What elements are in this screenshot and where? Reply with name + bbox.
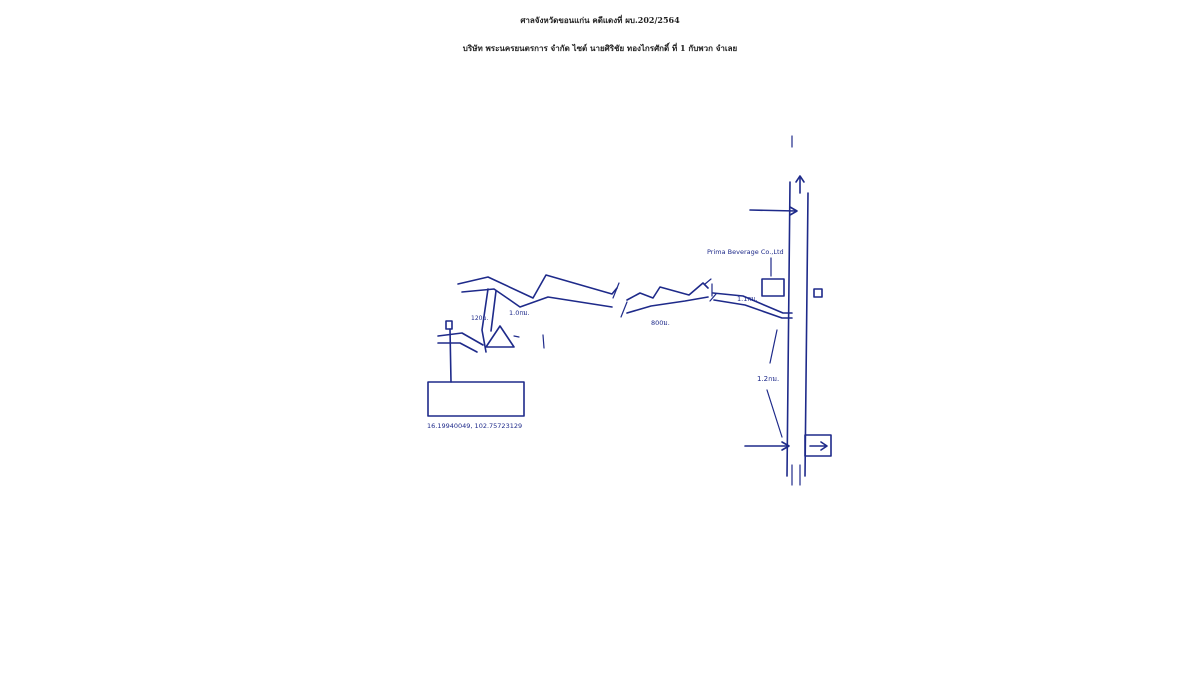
- company-building: [761, 278, 785, 297]
- document-title: ศาลจังหวัดขอนแก่น คดีแดงที่ ผบ.202/2564: [520, 15, 680, 25]
- distance-label-1-0km: 1.0กม.: [509, 309, 530, 317]
- side-road-upper-edge: [457, 274, 793, 314]
- factory-arrow-icon: [744, 441, 790, 451]
- right-sign-box: [813, 288, 823, 298]
- document-subtitle: บริษัท พระนครยนตรการ จำกัด ไซต์ นายศิริช…: [462, 43, 738, 53]
- left-branch-road-a: [481, 288, 489, 353]
- triangle-leader: [513, 335, 520, 338]
- factory-box-arrow: [809, 441, 828, 451]
- dist-arrow-up: [769, 329, 778, 364]
- distance-label-800m: 800ม.: [651, 319, 670, 327]
- left-stub-road-top: [437, 332, 484, 346]
- north-arrow-icon: [795, 175, 805, 194]
- coordinates-label: 16.19940049, 102.75723129: [427, 422, 522, 430]
- box-leader-line: [449, 328, 452, 383]
- triangle-leader-down: [542, 334, 545, 349]
- location-box: [427, 381, 525, 417]
- distance-label-120m: 120ม.: [471, 315, 488, 322]
- left-marker: [445, 320, 453, 330]
- left-stub-road-bottom: [437, 342, 478, 353]
- company-label: Prima Beverage Co.,Ltd: [707, 248, 784, 256]
- break-mark-2a: [704, 278, 712, 285]
- main-road-left-edge: [786, 181, 791, 477]
- arrow-right-icon: [749, 206, 798, 216]
- dist-arrow-down: [766, 389, 783, 438]
- break-mark-1b: [620, 301, 628, 318]
- break-mark-1a: [612, 282, 620, 299]
- distance-label-1-2km: 1.2กม.: [757, 375, 779, 383]
- distance-label-1-1km: 1.1กม.: [737, 295, 758, 303]
- main-road-right-edge: [804, 192, 809, 477]
- factory-building: [804, 434, 832, 457]
- break-mark-2b: [709, 293, 717, 302]
- left-branch-road-b: [490, 290, 497, 332]
- triangle-landmark-icon: [485, 325, 515, 348]
